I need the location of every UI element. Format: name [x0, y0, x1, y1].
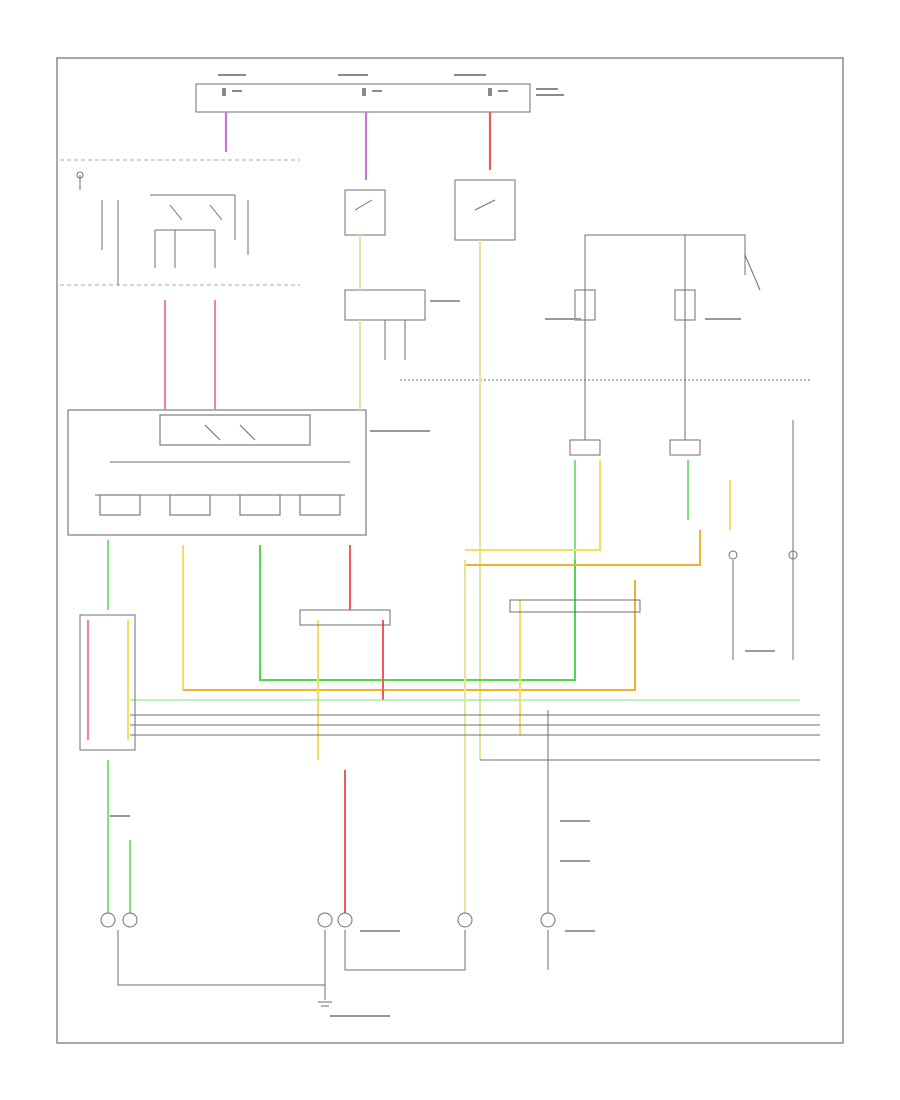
right-tail-lamp-2 [337, 912, 353, 928]
license-lamp [540, 912, 556, 928]
fuse-box-block [195, 83, 531, 113]
rear-lamps [100, 912, 556, 928]
colored-wires [87, 235, 800, 915]
junction-block [344, 289, 426, 410]
label-marks [110, 300, 775, 1017]
diagram-frame [56, 57, 844, 1044]
left-tail-lamp-2 [122, 912, 138, 928]
right-tail-lamp [317, 912, 333, 928]
connectors [79, 599, 820, 915]
front-lamp-circuit [400, 234, 810, 456]
side-marker-lamps [728, 420, 798, 660]
fuse-glyphs [218, 74, 564, 96]
combination-switch-block [67, 409, 367, 536]
switch-boundaries [60, 159, 300, 286]
brake-light-switch [344, 179, 516, 241]
turn-signal-switch [76, 171, 249, 285]
fuse-feed-wires [224, 112, 492, 180]
high-mount-stop-lamp [457, 912, 473, 928]
left-tail-lamp [100, 912, 116, 928]
ground-bus [117, 930, 549, 1007]
